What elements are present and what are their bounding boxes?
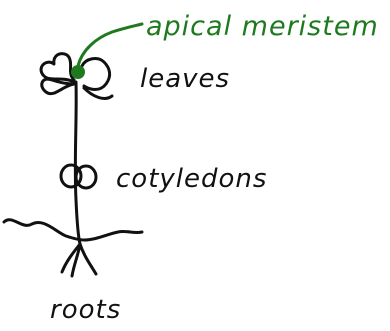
label-leaves: leaves [140, 64, 230, 94]
stem [73, 80, 82, 246]
label-cotyledons: cotyledons [116, 164, 267, 194]
apical-meristem-pointer [76, 22, 144, 68]
cotyledons-shape [59, 163, 98, 190]
leaves-shape [39, 52, 114, 100]
label-apical-meristem: apical meristem [146, 11, 379, 42]
root-system [60, 242, 98, 278]
soil-line [2, 218, 144, 242]
apical-meristem-dot [71, 65, 85, 79]
label-roots: roots [50, 295, 121, 325]
